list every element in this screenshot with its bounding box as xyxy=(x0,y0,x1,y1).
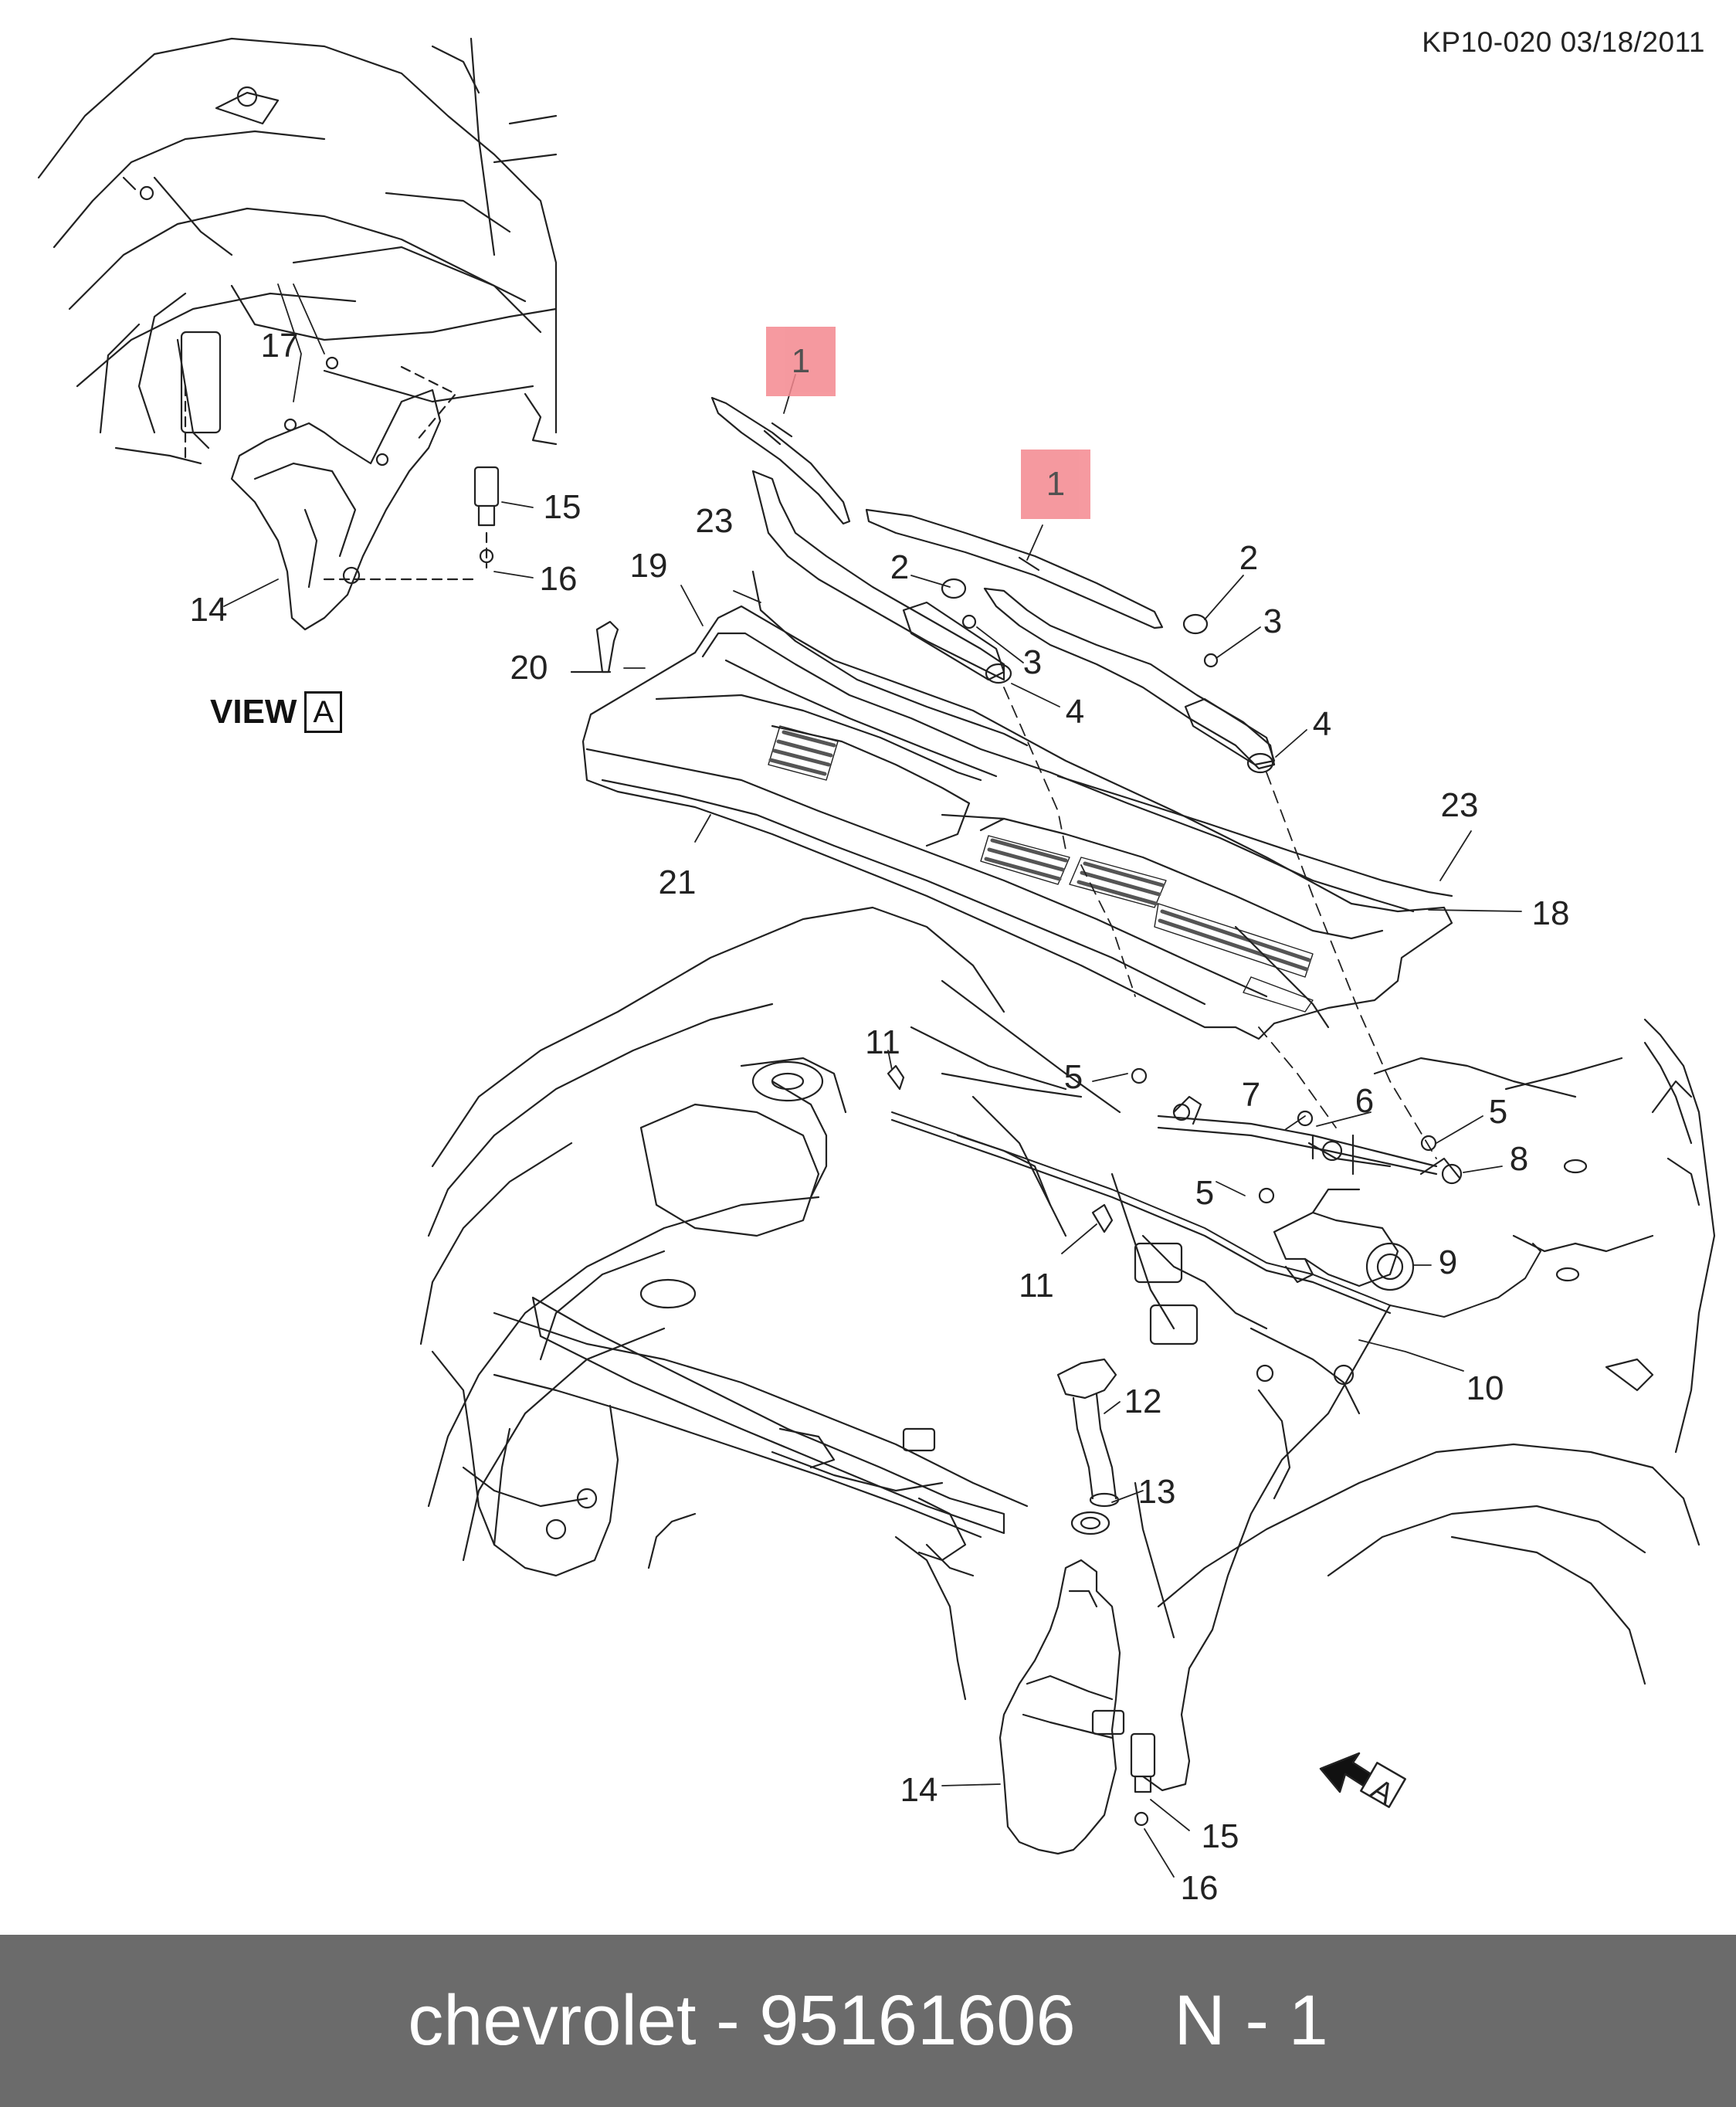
wiper-blade-left xyxy=(710,396,851,525)
wiper-blade-right xyxy=(865,508,1164,629)
wiper-motor xyxy=(1273,1188,1415,1291)
callout-5-c: 5 xyxy=(1488,1093,1508,1131)
callout-4-left: 4 xyxy=(1065,693,1085,731)
view-a-arrow xyxy=(1319,1752,1406,1808)
view-label-box: A xyxy=(304,691,343,733)
callout-20: 20 xyxy=(510,649,548,687)
view-label-text: VIEW xyxy=(210,693,297,731)
highlight-part-1-right[interactable]: 1 xyxy=(1021,450,1090,519)
wiper-arm-left xyxy=(751,470,1012,684)
callout-17: 17 xyxy=(260,327,299,365)
view-a-label: VIEW A xyxy=(210,691,343,733)
filler-neck xyxy=(1056,1358,1120,1508)
callout-12: 12 xyxy=(1124,1383,1162,1420)
callout-14-view-a: 14 xyxy=(189,591,228,629)
callout-4-right: 4 xyxy=(1312,705,1332,743)
callout-1-left: 1 xyxy=(791,342,811,380)
callout-8: 8 xyxy=(1509,1140,1529,1178)
cowl-textures xyxy=(768,730,1311,972)
callout-2-right: 2 xyxy=(1239,539,1259,577)
callout-7: 7 xyxy=(1241,1076,1261,1114)
callout-1-right: 1 xyxy=(1046,465,1066,503)
callout-5-a: 5 xyxy=(1063,1058,1083,1096)
callout-23-top: 23 xyxy=(695,502,734,540)
callout-19: 19 xyxy=(629,547,668,585)
callout-18: 18 xyxy=(1531,894,1570,932)
callout-2-left: 2 xyxy=(890,548,910,586)
highlight-part-1-left[interactable]: 1 xyxy=(766,327,836,396)
wiper-linkage xyxy=(1131,1067,1463,1204)
callout-16-view-a: 16 xyxy=(539,560,578,598)
callout-15-main: 15 xyxy=(1201,1817,1239,1855)
vehicle-body xyxy=(419,906,1716,1701)
washer-reservoir xyxy=(999,1559,1125,1855)
callout-10: 10 xyxy=(1466,1369,1504,1407)
callout-5-b: 5 xyxy=(1195,1174,1215,1212)
callout-13: 13 xyxy=(1138,1473,1176,1511)
document-id: KP10-020 03/18/2011 xyxy=(1422,26,1705,58)
footer-part-number: chevrolet - 95161606 N - 1 xyxy=(408,1981,1328,2060)
callout-21: 21 xyxy=(658,863,697,901)
view-a-inset-drawing xyxy=(37,37,558,631)
callout-15-view-a: 15 xyxy=(543,488,581,526)
callout-14-main: 14 xyxy=(900,1771,938,1809)
callout-3-left: 3 xyxy=(1022,643,1043,681)
callout-3-right: 3 xyxy=(1263,602,1283,640)
callout-9: 9 xyxy=(1438,1244,1458,1281)
callout-11-top: 11 xyxy=(865,1023,900,1061)
callout-11-bottom: 11 xyxy=(1019,1267,1054,1305)
parts-diagram xyxy=(37,37,1716,1878)
callout-23-right: 23 xyxy=(1440,786,1479,824)
cowl-panel xyxy=(581,605,1453,1040)
footer-banner: chevrolet - 95161606 N - 1 xyxy=(0,1935,1736,2107)
wiper-arm-right xyxy=(983,587,1276,774)
callout-6: 6 xyxy=(1355,1082,1375,1120)
callout-16-main: 16 xyxy=(1180,1869,1219,1907)
